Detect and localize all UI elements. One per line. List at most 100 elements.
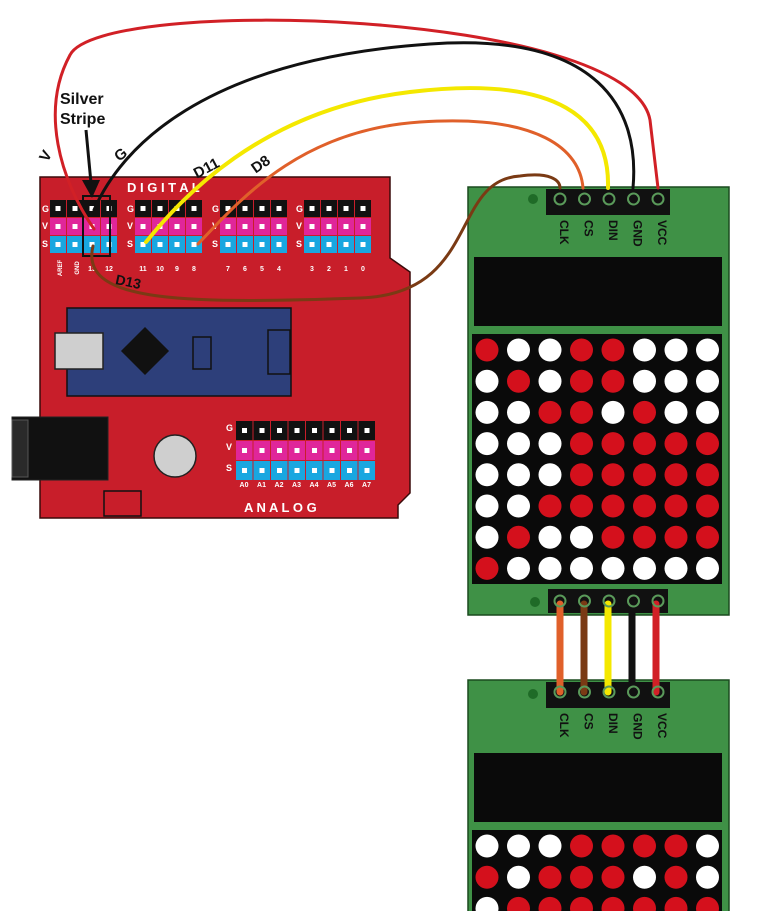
pin-dot: [242, 242, 248, 247]
led-on: [570, 432, 593, 456]
row-label-v: V: [296, 221, 302, 231]
pin-dot: [259, 428, 265, 433]
pin-dot: [242, 428, 247, 433]
pin-dot: [259, 224, 265, 229]
pin-dot: [326, 224, 332, 229]
pin-number-label: 1: [344, 266, 348, 273]
led-matrix-module-top: [467, 186, 730, 616]
header-pin-ring: [651, 685, 665, 699]
analog-title: A N A L O G: [244, 500, 317, 515]
led-matrix-module-bottom: [467, 679, 730, 911]
header-pin-ring: [553, 192, 567, 206]
row-label-g: G: [42, 204, 49, 214]
pin-dot: [191, 242, 197, 247]
driver-chip: [474, 257, 722, 326]
led-matrix-bottom: [475, 834, 719, 911]
led-off: [696, 400, 719, 424]
module-pin-label: GND: [631, 713, 645, 740]
pin-dot: [242, 206, 248, 211]
led-on: [601, 369, 625, 393]
led-on: [696, 494, 719, 518]
pin-dot: [360, 242, 366, 247]
pin-number-label: 2: [327, 266, 331, 273]
led-on: [601, 865, 625, 889]
wire-label-g: G: [111, 145, 131, 166]
header-pin-ring: [651, 192, 665, 206]
analog-pin-label: A7: [362, 482, 371, 489]
led-on: [664, 494, 688, 518]
pin-dot: [294, 428, 300, 433]
led-off: [475, 834, 499, 858]
led-off: [664, 338, 688, 362]
module-pin-label: CLK: [557, 220, 571, 245]
led-on: [601, 834, 625, 858]
pin-dot: [72, 224, 78, 229]
led-off: [538, 525, 562, 549]
led-on: [601, 525, 625, 549]
pin-dot: [312, 428, 317, 433]
led-off: [538, 369, 562, 393]
row-label-g: G: [127, 204, 134, 214]
pin-dot: [174, 224, 180, 229]
header-pin-ring: [651, 594, 665, 608]
wire-vcc-red: [53, 18, 660, 231]
led-off: [538, 338, 562, 362]
chip-right: [267, 329, 291, 375]
module-pin-label: CLK: [557, 713, 571, 738]
led-on: [570, 369, 593, 393]
pin-dot: [72, 206, 78, 211]
led-off: [633, 556, 656, 580]
analog-pin-label: A3: [292, 482, 301, 489]
analog-pin-label: A5: [327, 482, 336, 489]
wire-cs-orange: [196, 119, 585, 246]
usb-connector: [54, 332, 104, 370]
led-on: [538, 400, 562, 424]
led-on: [696, 432, 719, 456]
pin-dot: [343, 242, 349, 247]
pin-dot: [157, 242, 163, 247]
pin-dot: [55, 242, 61, 247]
led-on: [664, 865, 688, 889]
pin-number-label: 11: [139, 266, 147, 273]
pin-number-label: 0: [361, 266, 365, 273]
led-on: [633, 494, 656, 518]
pin-dot: [225, 224, 231, 229]
led-on: [570, 865, 593, 889]
header-pin-ring: [627, 594, 640, 608]
pin-number-label: 6: [243, 266, 247, 273]
pin-dot: [259, 242, 265, 247]
row-label-s: S: [127, 239, 133, 249]
led-off: [664, 369, 688, 393]
module-pin-label: VCC: [655, 713, 669, 739]
led-on: [601, 463, 625, 487]
pin-dot: [343, 206, 349, 211]
wire-din-yellow: [144, 86, 611, 244]
pin-dot: [277, 448, 282, 453]
pin-number-label: 8: [192, 266, 196, 273]
pin-dot: [326, 242, 332, 247]
pin-dot: [364, 428, 370, 433]
pin-number-label: 9: [175, 266, 179, 273]
led-on: [570, 400, 593, 424]
pin-dot: [360, 224, 366, 229]
pin-dot: [364, 468, 370, 473]
pin-dot: [191, 224, 197, 229]
pin-dot: [259, 468, 265, 473]
analog-pin-label: A2: [275, 482, 284, 489]
pin-dot: [259, 448, 265, 453]
row-label-v: V: [42, 221, 48, 231]
pin-dot: [55, 224, 61, 229]
header-pin-ring: [578, 685, 591, 699]
pin-dot: [140, 206, 146, 211]
module-pin-label: DIN: [606, 713, 620, 734]
led-on: [664, 525, 688, 549]
pin-dot: [55, 206, 61, 211]
pin-dot: [347, 468, 352, 473]
header-pin-ring: [578, 192, 591, 206]
driver-chip: [474, 753, 722, 822]
chip-small: [192, 336, 212, 370]
led-on: [696, 525, 719, 549]
led-off: [507, 556, 530, 580]
